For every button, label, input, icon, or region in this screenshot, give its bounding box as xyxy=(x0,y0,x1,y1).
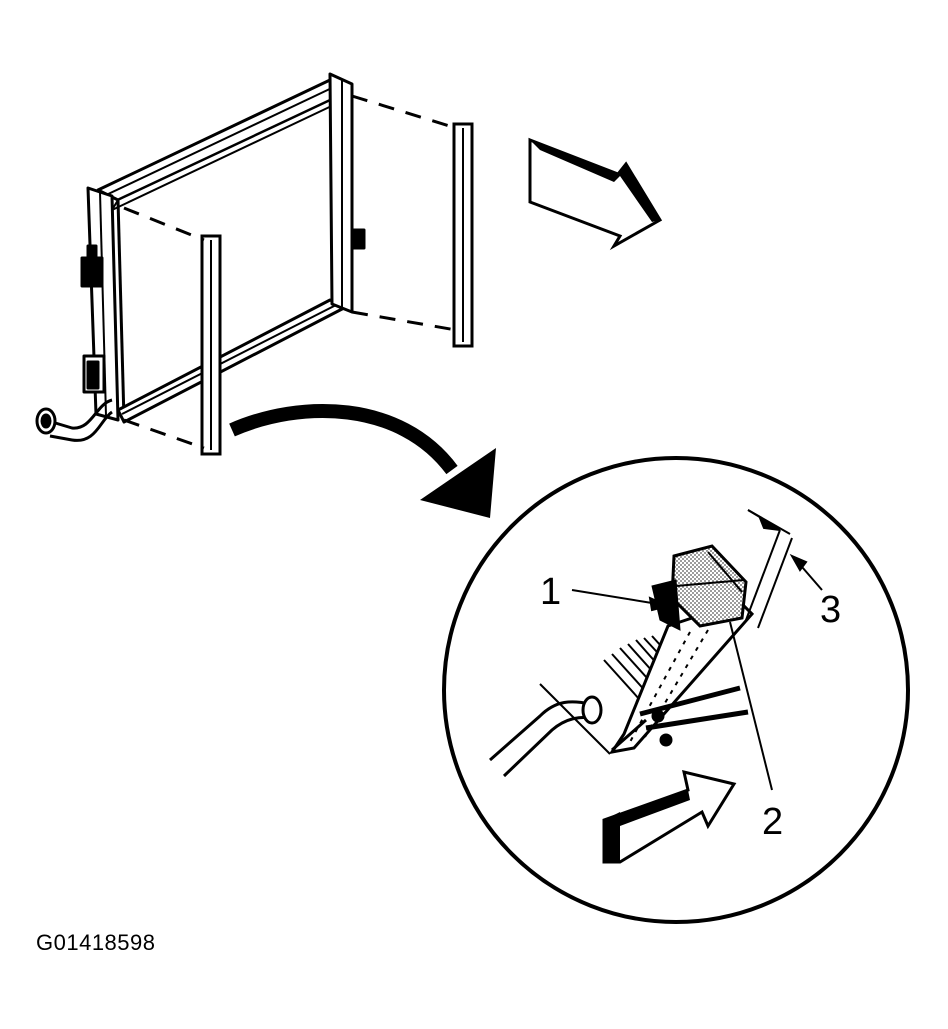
direction-arrow-icon xyxy=(602,769,737,864)
leader-1 xyxy=(571,589,672,612)
left-end-tank xyxy=(80,186,120,422)
right-seal-panel xyxy=(351,94,474,348)
left-seal-panel xyxy=(123,206,222,456)
figure-id-label: G01418598 xyxy=(36,930,156,955)
curved-arrow-icon xyxy=(229,403,496,518)
callout-3: 3 xyxy=(820,589,841,631)
bottom-rail xyxy=(116,298,346,424)
condenser-assembly xyxy=(35,72,366,442)
inner-left-rail xyxy=(116,199,126,421)
leader-2 xyxy=(729,621,773,791)
dimension-3 xyxy=(745,509,823,629)
callout-2: 2 xyxy=(762,801,783,843)
right-end-tank xyxy=(328,72,366,314)
callout-1: 1 xyxy=(540,571,561,613)
top-rail xyxy=(96,78,354,211)
detail-view: 1 2 3 xyxy=(442,456,910,924)
detail-tank-rail xyxy=(608,600,755,755)
inlet-pipe xyxy=(35,398,113,442)
detail-pipe xyxy=(489,683,611,778)
direction-arrow-icon xyxy=(528,137,663,251)
